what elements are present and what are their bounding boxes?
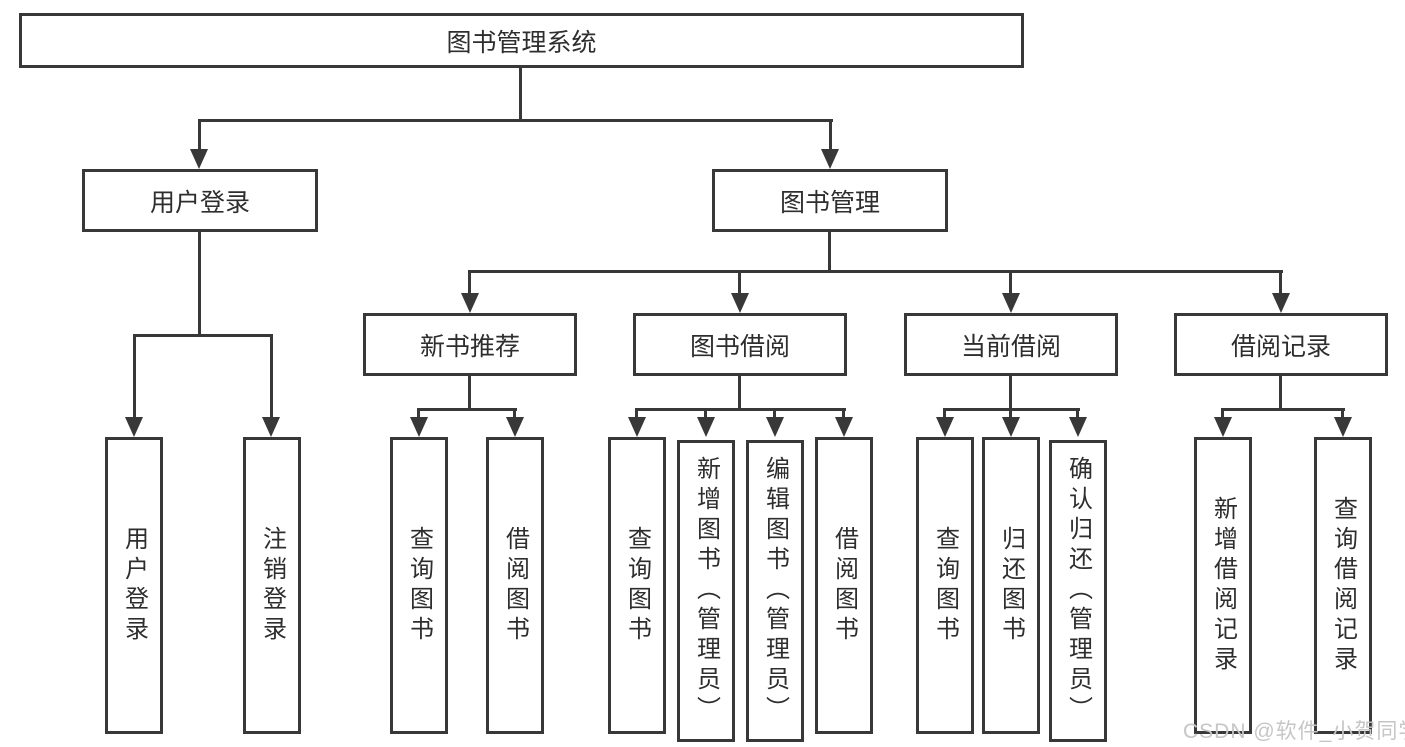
connector-line <box>1221 408 1224 418</box>
node-book-management-system: 图书管理系统 <box>19 13 1024 68</box>
leaf-bw-query-books: 查询图书 <box>608 437 666 734</box>
arrow-down-icon <box>936 417 954 437</box>
leaf-cb-query-books: 查询图书 <box>916 437 974 734</box>
leaf-rec-query-record: 查询借阅记录 <box>1314 437 1372 734</box>
arrow-down-icon <box>835 417 853 437</box>
leaf-user-login: 用户登录 <box>105 437 163 734</box>
connector-line <box>635 408 638 418</box>
arrow-down-icon <box>1272 293 1290 313</box>
connector-line <box>773 408 776 418</box>
arrow-down-icon <box>821 149 839 169</box>
connector-line <box>635 408 846 411</box>
arrow-down-icon <box>697 417 715 437</box>
arrow-down-icon <box>125 417 143 437</box>
connector-line <box>468 270 1283 273</box>
node-label: 图书管理 <box>779 188 880 217</box>
leaf-cb-return-books: 归还图书 <box>982 437 1040 734</box>
connector-line <box>468 270 471 293</box>
connector-line <box>198 119 201 149</box>
arrow-down-icon <box>1002 417 1020 437</box>
node-borrow-records: 借阅记录 <box>1174 313 1388 376</box>
connector-line <box>943 408 946 418</box>
leaf-nb-borrow-books: 借阅图书 <box>486 437 544 734</box>
connector-line <box>468 376 471 408</box>
arrow-down-icon <box>731 293 749 313</box>
connector-line <box>417 408 517 411</box>
leaf-bw-borrow-books: 借阅图书 <box>815 437 873 734</box>
node-label: 图书管理系统 <box>446 28 597 57</box>
connector-line <box>1221 408 1345 411</box>
connector-line <box>738 270 741 293</box>
arrow-down-icon <box>262 417 280 437</box>
connector-line <box>1076 408 1079 418</box>
connector-line <box>738 376 741 408</box>
leaf-rec-add-record: 新增借阅记录 <box>1194 437 1252 734</box>
node-user-login: 用户登录 <box>82 169 318 232</box>
csdn-watermark: CSDN @软件_小贺同学 <box>1183 720 1405 743</box>
arrow-down-icon <box>506 417 524 437</box>
connector-line <box>417 408 420 418</box>
leaf-bw-add-books-admin: 新增图书（管理员） <box>677 440 735 742</box>
connector-line <box>1009 270 1012 293</box>
connector-line <box>519 68 522 119</box>
arrow-down-icon <box>1214 417 1232 437</box>
leaf-nb-query-books: 查询图书 <box>390 437 448 734</box>
node-label: 图书借阅 <box>689 332 790 361</box>
arrow-down-icon <box>1002 293 1020 313</box>
arrow-down-icon <box>766 417 784 437</box>
connector-line <box>1009 376 1012 408</box>
connector-line <box>1341 408 1344 418</box>
connector-line <box>270 334 273 417</box>
connector-line <box>513 408 516 418</box>
connector-line <box>1279 376 1282 408</box>
node-new-book-recommend: 新书推荐 <box>363 313 577 376</box>
connector-line <box>704 408 707 418</box>
node-book-borrow: 图书借阅 <box>633 313 847 376</box>
arrow-down-icon <box>190 149 208 169</box>
connector-line <box>133 334 136 417</box>
leaf-cb-confirm-return-admin: 确认归还（管理员） <box>1049 440 1107 742</box>
connector-line <box>829 119 832 149</box>
node-current-borrow: 当前借阅 <box>904 313 1118 376</box>
connector-line <box>842 408 845 418</box>
leaf-bw-edit-books-admin: 编辑图书（管理员） <box>746 440 804 742</box>
arrow-down-icon <box>410 417 428 437</box>
node-label: 当前借阅 <box>960 332 1061 361</box>
node-book-management: 图书管理 <box>712 169 948 232</box>
connector-line <box>1009 408 1012 418</box>
arrow-down-icon <box>628 417 646 437</box>
connector-line <box>198 232 201 334</box>
node-label: 新书推荐 <box>419 332 520 361</box>
arrow-down-icon <box>1069 417 1087 437</box>
connector-line <box>133 334 273 337</box>
connector-line <box>1279 270 1282 293</box>
leaf-logout: 注销登录 <box>243 437 301 734</box>
arrow-down-icon <box>1334 417 1352 437</box>
connector-line <box>198 119 833 122</box>
node-label: 借阅记录 <box>1230 332 1331 361</box>
node-label: 用户登录 <box>149 188 250 217</box>
connector-line <box>828 232 831 270</box>
arrow-down-icon <box>461 293 479 313</box>
